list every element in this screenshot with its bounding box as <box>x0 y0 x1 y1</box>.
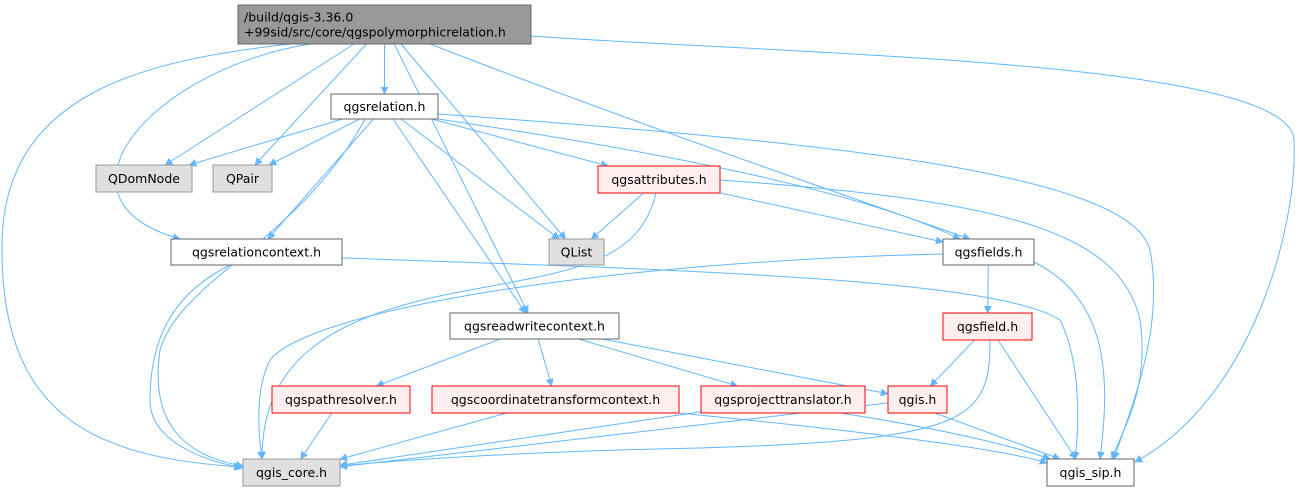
node-label-qlist: QList <box>561 245 593 260</box>
edge-qgsreadwritecontext-to-qgsprojecttranslator <box>578 338 739 388</box>
edge-qgscoordinatetransformcontext-to-qgis_core <box>339 412 507 462</box>
edge-root-to-qgis_sip <box>530 35 1295 463</box>
node-qgsreadwritecontext[interactable]: qgsreadwritecontext.h <box>449 312 620 340</box>
node-box-qgsfield <box>942 312 1033 341</box>
edge-qgsreadwritecontext-to-qgscoordinatetransformcontext <box>537 338 554 387</box>
edge-qgsfield-to-qgis_sip <box>997 339 1077 460</box>
node-box-qgspathresolver <box>271 385 411 414</box>
node-qgis[interactable]: qgis.h <box>887 385 948 414</box>
edge-qgsrelation-to-qgsreadwritecontext <box>392 118 527 314</box>
node-label-qgsfield: qgsfield.h <box>957 319 1018 334</box>
node-label-qgis_sip: qgis_sip.h <box>1060 465 1122 480</box>
edge-qgsrelation-to-qdomnode <box>188 118 343 167</box>
node-label-root-line-2: +99sid/src/core/qgspolymorphicrelation.h <box>244 25 506 40</box>
edge-qgsrelation-to-qgsfields <box>437 118 961 240</box>
edge-qgsfields-to-qgsfield <box>983 264 992 314</box>
node-box-qdomnode <box>95 164 193 193</box>
node-qgis_core[interactable]: qgis_core.h <box>242 458 341 487</box>
node-box-qgsattributes <box>597 165 721 194</box>
node-label-qgsreadwritecontext: qgsreadwritecontext.h <box>464 319 605 334</box>
node-qgsprojecttranslator[interactable]: qgsprojecttranslator.h <box>700 385 866 414</box>
node-qgspathresolver[interactable]: qgspathresolver.h <box>271 385 411 414</box>
edge-qgsreadwritecontext-to-qgis <box>602 338 889 397</box>
node-label-qpair: QPair <box>226 171 260 186</box>
edge-qgsattributes-to-qgsfields <box>719 192 944 245</box>
edge-root-to-qpair <box>254 43 367 166</box>
edge-qgsrelation-to-qlist <box>400 118 560 240</box>
edge-qgsrelation-to-qpair <box>268 118 361 166</box>
node-box-qgsfields <box>942 238 1035 266</box>
edge-qgis-to-qgis_sip <box>934 412 1061 461</box>
edge-qgsrelation-to-qgsattributes <box>431 118 609 169</box>
edge-qgsattributes-to-qgis_core <box>258 192 657 460</box>
edge-qgsfield-to-qgis <box>929 339 975 387</box>
node-label-qgis_core: qgis_core.h <box>256 465 327 480</box>
nodes-layer: /build/qgis-3.36.0+99sid/src/core/qgspol… <box>95 4 1135 487</box>
edge-qgspathresolver-to-qgis_core <box>300 412 333 460</box>
edges-layer <box>1 35 1295 471</box>
edge-root-to-qdomnode <box>164 43 355 166</box>
node-label-qdomnode: QDomNode <box>108 171 180 186</box>
node-qgsrelation[interactable]: qgsrelation.h <box>330 93 439 120</box>
node-label-qgsrelationcontext: qgsrelationcontext.h <box>192 245 321 260</box>
edge-qgsfields-to-qgis_sip <box>1033 261 1106 460</box>
node-label-root-line-1: /build/qgis-3.36.0 <box>244 10 353 25</box>
edge-qgsrelationcontext-to-qgis_sip <box>341 257 1080 460</box>
node-label-qgspathresolver: qgspathresolver.h <box>285 392 397 407</box>
node-label-qgscoordinatetransformcontext: qgscoordinatetransformcontext.h <box>451 392 660 407</box>
node-qdomnode[interactable]: QDomNode <box>95 164 193 193</box>
node-box-qgsrelationcontext <box>170 238 343 266</box>
edge-qgsfields-to-qgis_core <box>257 253 944 460</box>
edge-qgsattributes-to-qgis_sip <box>719 179 1143 460</box>
edge-root-to-qlist <box>400 43 567 240</box>
node-label-qgis: qgis.h <box>899 392 937 407</box>
node-box-qgis <box>887 385 948 414</box>
edge-root-to-qgsreadwritecontext <box>393 43 529 314</box>
node-root[interactable]: /build/qgis-3.36.0+99sid/src/core/qgspol… <box>237 4 532 45</box>
edge-qgsrelation-to-qgis_core <box>157 118 366 469</box>
node-box-qgscoordinatetransformcontext <box>431 385 680 414</box>
edge-qgsprojecttranslator-to-qgis_sip <box>839 412 1051 461</box>
edge-qgsrelation-to-qgis_sip <box>437 113 1155 460</box>
edge-root-to-qgis_core <box>1 43 291 471</box>
edge-qgsrelationcontext-to-qgis_core <box>149 264 244 471</box>
edge-root-to-qgsfields <box>429 43 971 241</box>
node-box-qgis_sip <box>1046 458 1135 487</box>
node-qgsfields[interactable]: qgsfields.h <box>942 238 1035 266</box>
node-label-qgsattributes: qgsattributes.h <box>611 172 706 187</box>
edge-qgis-to-qgis_core <box>339 402 889 470</box>
edge-qgsfield-to-qgis_core <box>339 339 991 470</box>
node-qgis_sip[interactable]: qgis_sip.h <box>1046 458 1135 487</box>
node-qgsfield[interactable]: qgsfield.h <box>942 312 1033 341</box>
node-qgsrelationcontext[interactable]: qgsrelationcontext.h <box>170 238 343 266</box>
node-box-qpair <box>212 164 273 193</box>
node-label-qgsfields: qgsfields.h <box>955 245 1023 260</box>
node-box-qgsreadwritecontext <box>449 312 620 340</box>
edge-qgsattributes-to-qlist <box>590 192 644 240</box>
node-qgscoordinatetransformcontext[interactable]: qgscoordinatetransformcontext.h <box>431 385 680 414</box>
node-label-qgsprojecttranslator: qgsprojecttranslator.h <box>714 392 851 407</box>
node-qgsattributes[interactable]: qgsattributes.h <box>597 165 721 194</box>
node-box-root <box>237 4 532 45</box>
edge-qgsreadwritecontext-to-qgspathresolver <box>375 338 501 388</box>
node-qlist[interactable]: QList <box>548 238 605 266</box>
node-label-qgsrelation: qgsrelation.h <box>344 99 426 114</box>
node-box-qgis_core <box>242 458 341 487</box>
node-box-qgsrelation <box>330 93 439 120</box>
node-box-qlist <box>548 238 605 266</box>
edge-root-to-qgsrelationcontext <box>115 43 311 241</box>
edge-qgsprojecttranslator-to-qgis_core <box>339 411 702 469</box>
node-box-qgsprojecttranslator <box>700 385 866 414</box>
node-qpair[interactable]: QPair <box>212 164 273 193</box>
